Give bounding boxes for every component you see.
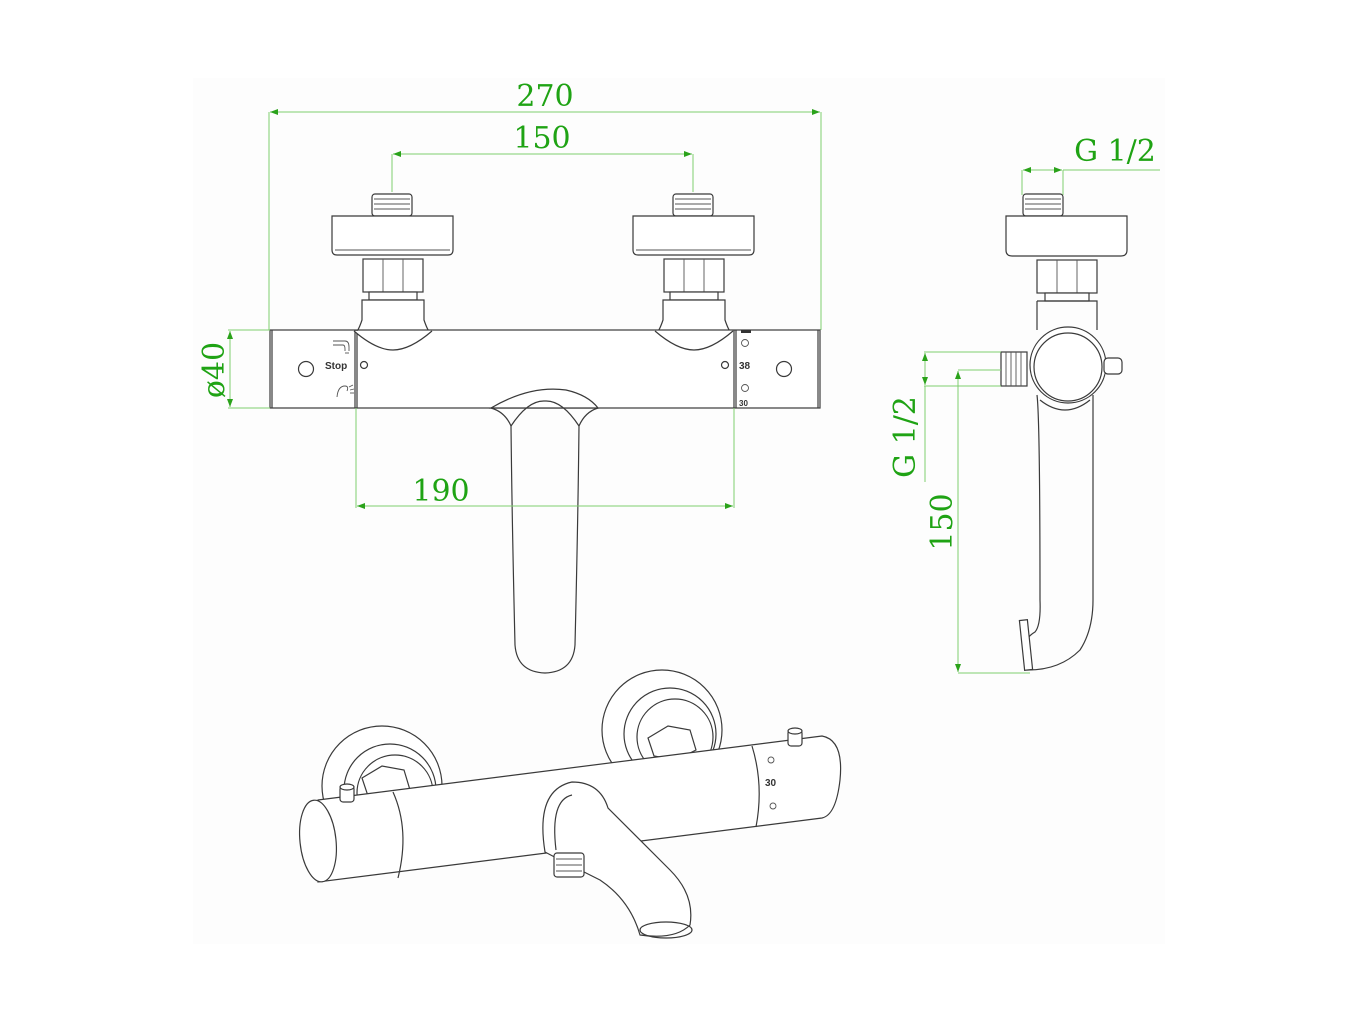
- dimension-spout-drop: 150: [925, 369, 1030, 674]
- dim-150-label: 150: [513, 121, 570, 156]
- dim-270-label: 270: [516, 79, 573, 114]
- diverter-stop-label: Stop: [325, 361, 347, 372]
- side-view: G 1/2 G 1/2: [888, 134, 1160, 674]
- dimension-outlet-thread: G 1/2: [888, 351, 1001, 482]
- dim-150-side-label: 150: [925, 493, 960, 550]
- handshower-icon: [336, 384, 355, 398]
- dimension-inlet-spacing: 150: [391, 121, 694, 192]
- dim-d40-label: ø40: [197, 342, 232, 398]
- dimension-overall-width: 270: [268, 79, 822, 330]
- shower-icon: [333, 340, 350, 354]
- perspective-dial-30: 30: [765, 778, 777, 789]
- dimension-body-diameter: ø40: [197, 329, 270, 409]
- left-inlet-connector: [331, 193, 454, 351]
- perspective-view: 30: [298, 669, 842, 939]
- dial-temp-38: 38: [739, 361, 751, 372]
- dim-side-g12-label: G 1/2: [888, 396, 923, 478]
- dial-temp-30: 30: [739, 399, 748, 408]
- perspective-spout: [542, 781, 693, 939]
- dimension-spout-span: 190: [355, 408, 735, 509]
- dimension-top-thread: G 1/2: [1021, 134, 1160, 195]
- spout-front: [488, 388, 600, 674]
- dim-190-label: 190: [412, 474, 469, 509]
- perspective-outlet-thread: [553, 852, 585, 878]
- dial-mark-top: [741, 330, 751, 333]
- front-view: 270 150: [197, 79, 822, 674]
- dim-top-g12-label: G 1/2: [1074, 134, 1156, 169]
